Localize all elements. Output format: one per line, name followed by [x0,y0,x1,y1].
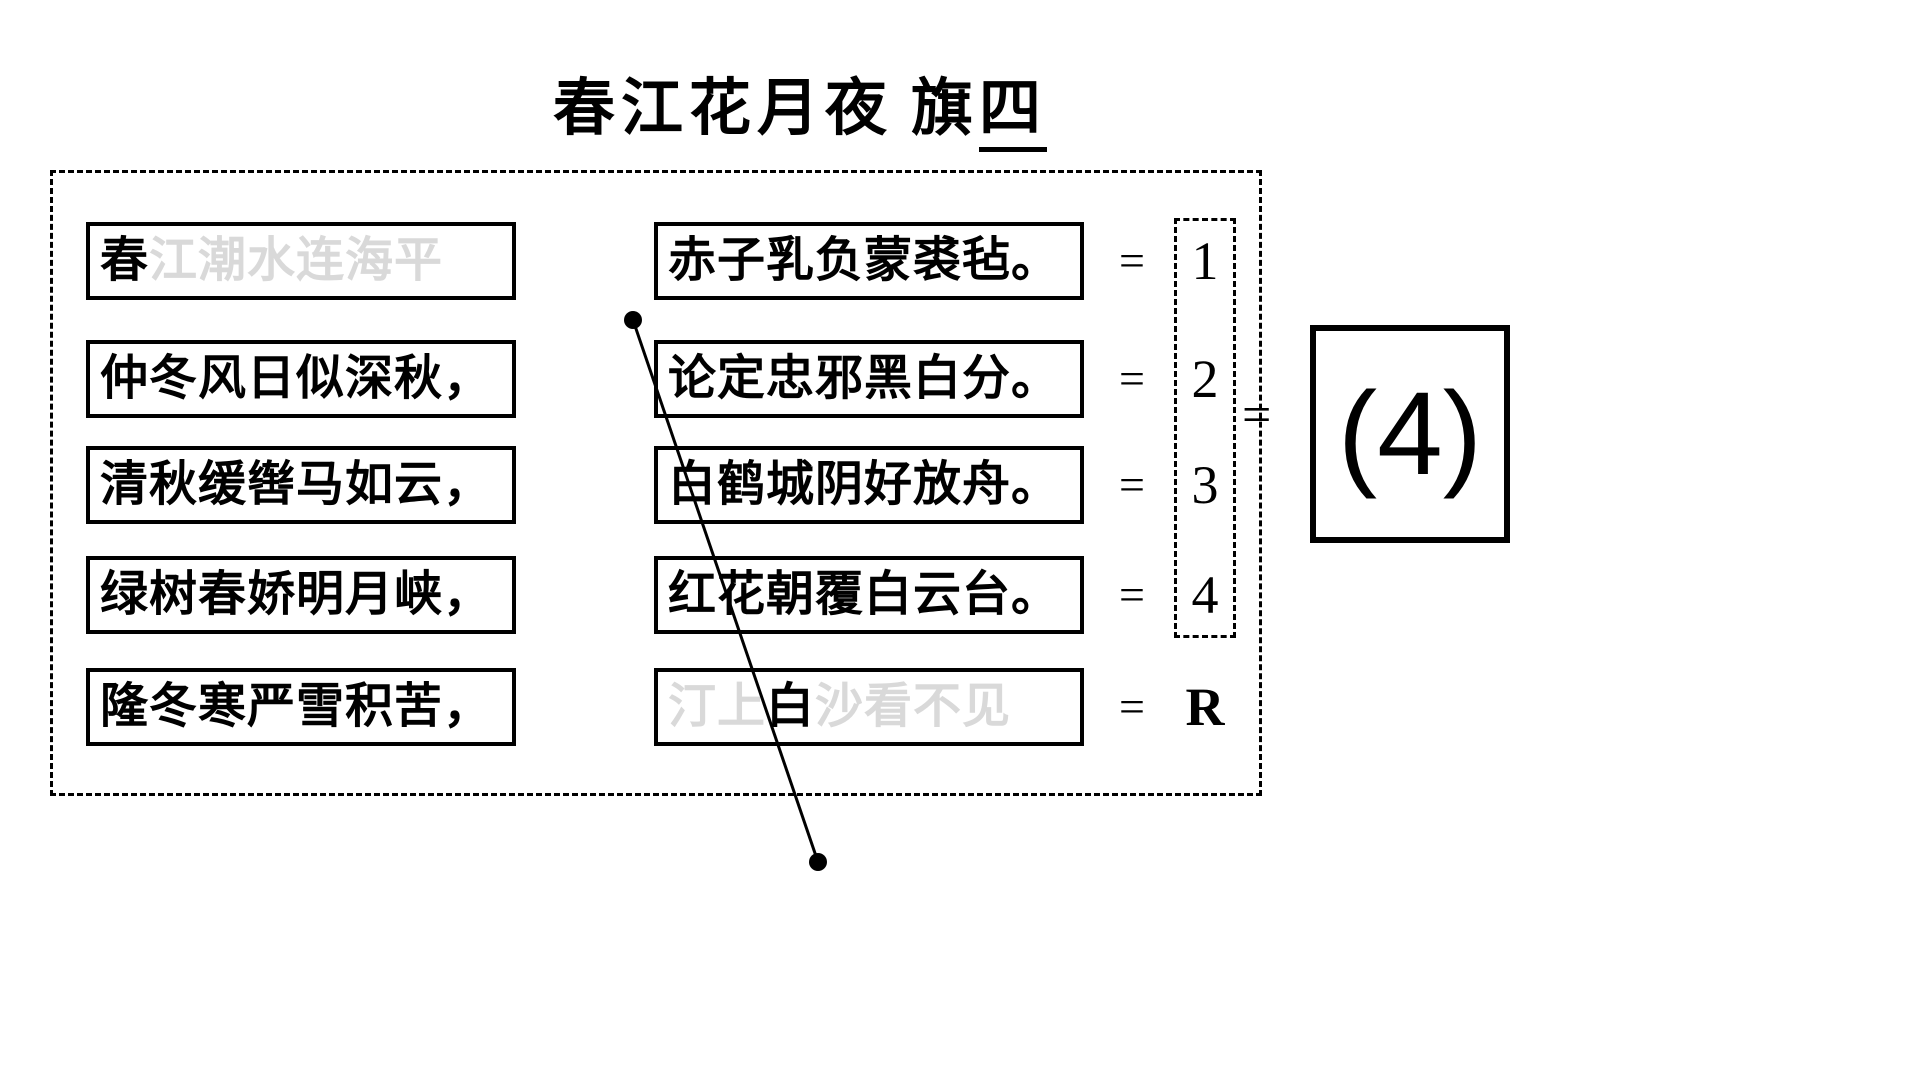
left-row-1-black: 春 [100,234,150,287]
right-row-5[interactable]: 汀上白沙看不见 [654,668,1084,746]
right-row-3[interactable]: 白鹤城阴好放舟。 [654,446,1084,524]
right-row-4[interactable]: 红花朝覆白云台。 [654,556,1084,634]
left-row-3[interactable]: 清秋缓辔马如云， [86,446,516,524]
answer-number-4: 4 [1191,565,1219,625]
left-row-2-text: 仲冬风日似深秋， [100,352,493,405]
left-row-3-text: 清秋缓辔马如云， [100,458,493,511]
equals-sign-2: = [1119,353,1145,404]
equals-sign-5: = [1119,681,1145,732]
left-row-5-text: 隆冬寒严雪积苦， [100,680,493,733]
answer-number-2: 2 [1191,349,1219,409]
result-equals-sign: = [1242,387,1272,444]
right-row-4-text: 红花朝覆白云台。 [668,568,1061,621]
title-tag: 旗 [910,75,979,143]
answer-number-group-frame [1174,218,1236,638]
answer-number-1: 1 [1191,231,1219,291]
equals-sign-1: = [1119,235,1145,286]
left-row-4-text: 绿树春娇明月峡， [100,568,493,621]
page-title: 春江花月夜旗四 [0,75,1600,152]
answer-number-3: 3 [1191,455,1219,515]
equals-sign-4: = [1119,569,1145,620]
equals-sign-3: = [1119,459,1145,510]
left-row-4[interactable]: 绿树春娇明月峡， [86,556,516,634]
left-row-1-gray: 江潮水连海平 [149,234,444,287]
right-row-3-text: 白鹤城阴好放舟。 [668,458,1061,511]
right-row-5-gray-head: 汀上 [668,680,767,733]
right-row-2-text: 论定忠邪黑白分。 [668,352,1061,405]
title-underlined-char: 四 [979,75,1048,152]
left-row-2[interactable]: 仲冬风日似深秋， [86,340,516,418]
result-box[interactable]: (4) [1310,325,1510,543]
left-row-1[interactable]: 春江潮水连海平 [86,222,516,300]
right-row-1[interactable]: 赤子乳负蒙裘毡。 [654,222,1084,300]
answer-label-r: R [1185,677,1225,737]
title-main: 春江花月夜 [552,75,893,143]
right-row-5-black: 白 [766,680,816,733]
left-row-5[interactable]: 隆冬寒严雪积苦， [86,668,516,746]
right-row-5-gray-tail: 沙看不见 [815,680,1012,733]
result-value: (4) [1337,368,1483,500]
right-row-1-text: 赤子乳负蒙裘毡。 [668,234,1061,287]
right-row-2[interactable]: 论定忠邪黑白分。 [654,340,1084,418]
